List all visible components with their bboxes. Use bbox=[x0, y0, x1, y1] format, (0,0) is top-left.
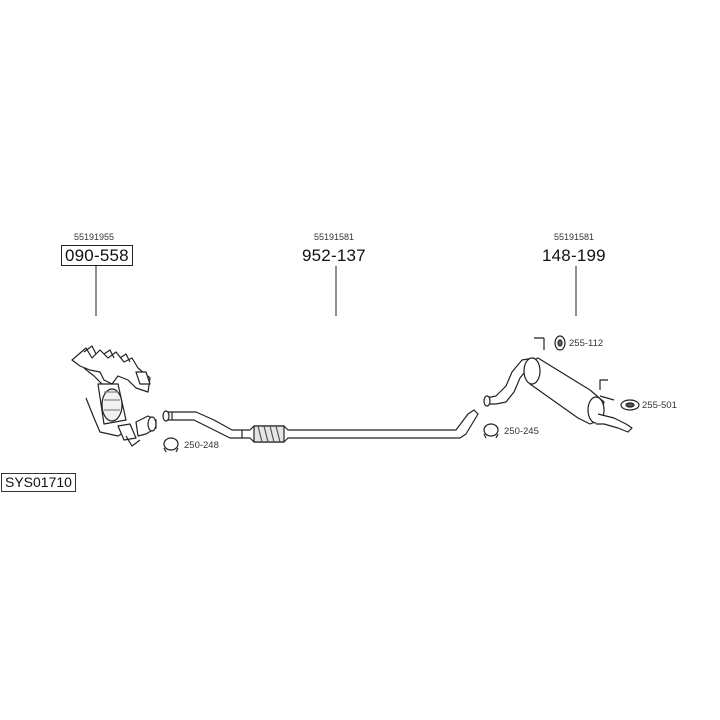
manifold-catalyst-part[interactable] bbox=[71, 345, 157, 447]
clamp-250-248-icon[interactable] bbox=[163, 437, 179, 453]
part-number-148-199[interactable]: 148-199 bbox=[542, 246, 606, 265]
system-code-badge: SYS01710 bbox=[1, 473, 76, 492]
clamp-250-245-icon[interactable] bbox=[483, 423, 499, 439]
rubber-mount-255-112-icon[interactable] bbox=[554, 335, 566, 351]
part-number-090-558[interactable]: 090-558 bbox=[61, 245, 133, 266]
oem-number-2: 55191581 bbox=[314, 232, 355, 242]
accessory-label-250-245[interactable]: 250-245 bbox=[504, 426, 539, 437]
rubber-ring-255-501-icon[interactable] bbox=[620, 399, 640, 411]
accessory-label-255-112[interactable]: 255-112 bbox=[569, 338, 604, 349]
oem-number-3: 55191581 bbox=[554, 232, 595, 242]
accessory-label-250-248[interactable]: 250-248 bbox=[184, 440, 219, 451]
part-number-952-137[interactable]: 952-137 bbox=[302, 246, 366, 265]
middle-pipe-part[interactable] bbox=[162, 409, 479, 443]
rear-silencer-part[interactable] bbox=[483, 337, 633, 433]
accessory-label-255-501[interactable]: 255-501 bbox=[642, 400, 677, 411]
oem-number-1: 55191955 bbox=[74, 232, 115, 242]
